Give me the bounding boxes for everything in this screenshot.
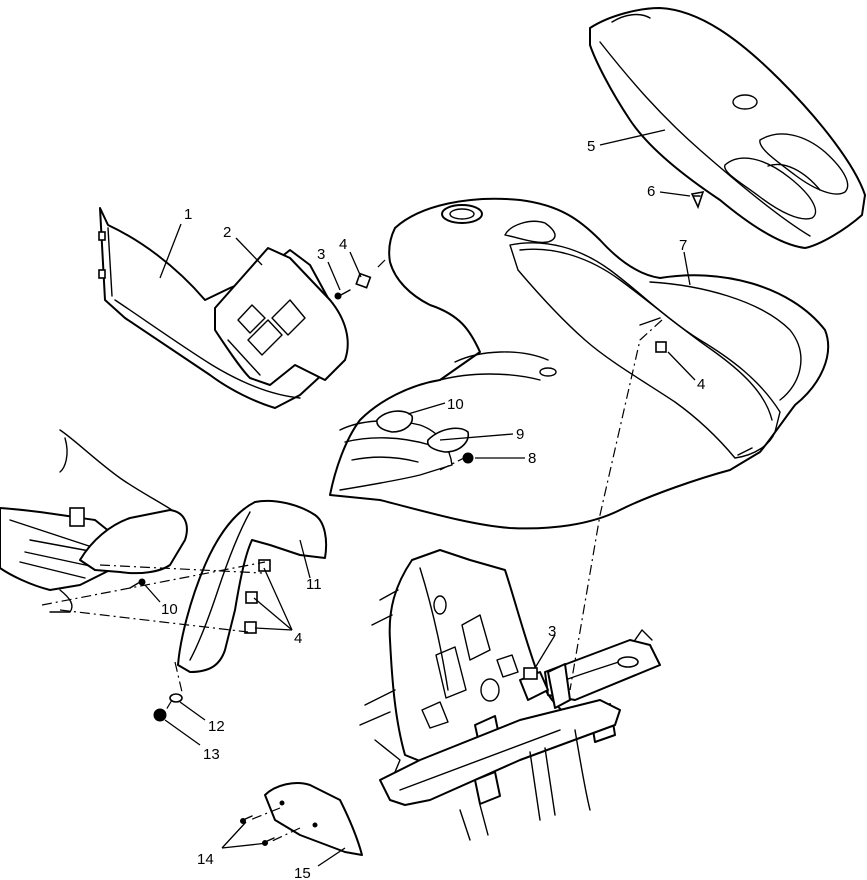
callout-12: 12 xyxy=(208,718,225,735)
callout-9: 9 xyxy=(516,426,524,443)
callout-7: 7 xyxy=(679,237,687,254)
assembly-lines xyxy=(41,259,663,843)
callout-labels: 1 2 3 4 5 6 7 4 10 9 8 11 10 4 3 12 13 1… xyxy=(161,138,705,880)
callout-4-right: 4 xyxy=(697,376,705,393)
callout-3-lower: 3 xyxy=(548,623,556,640)
callout-15: 15 xyxy=(294,865,311,880)
callout-14: 14 xyxy=(197,851,214,868)
part-14-screws xyxy=(240,815,275,846)
part-2-inner-panel xyxy=(214,247,349,386)
frame-assembly xyxy=(359,549,661,841)
callout-11: 11 xyxy=(306,576,322,593)
part-3-screw-top xyxy=(334,289,351,300)
callout-4-lower: 4 xyxy=(294,630,302,647)
part-5-seat xyxy=(589,7,866,249)
part-10-screw-lower xyxy=(129,578,146,589)
callout-4-top: 4 xyxy=(339,236,347,253)
part-15-mud-flap xyxy=(264,782,363,856)
callout-6: 6 xyxy=(647,183,655,200)
callout-8: 8 xyxy=(528,450,536,467)
callout-13: 13 xyxy=(203,746,220,763)
part-6-fastener xyxy=(690,190,705,210)
callout-3-top: 3 xyxy=(317,246,325,263)
part-7-front-cab xyxy=(329,197,830,530)
callout-2: 2 xyxy=(223,224,231,241)
part-4-clip-top xyxy=(355,272,372,289)
callout-10-lower: 10 xyxy=(161,601,178,618)
part-11-fender-flap xyxy=(177,499,328,673)
leader-lines xyxy=(144,129,696,867)
callout-5: 5 xyxy=(587,138,595,155)
part-12-washer xyxy=(169,693,183,703)
callout-1: 1 xyxy=(184,206,192,223)
part-3-bracket-bolt xyxy=(523,667,538,680)
left-footrest xyxy=(0,429,188,613)
callout-10-top: 10 xyxy=(447,396,464,413)
part-13-nut xyxy=(153,708,167,722)
